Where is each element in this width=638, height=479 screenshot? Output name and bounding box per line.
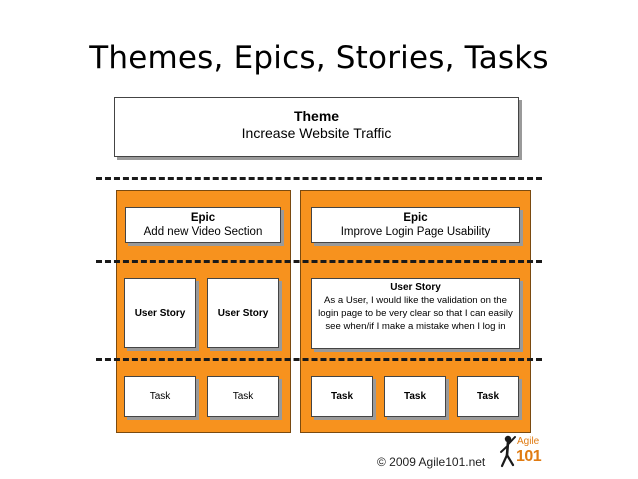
user-story-heading: User Story (390, 282, 441, 293)
agile101-logo-icon (500, 435, 516, 468)
epic-box-video: Epic Add new Video Section (125, 207, 281, 243)
task-box: Task (207, 376, 279, 417)
copyright-text: © 2009 Agile101.net (377, 455, 486, 469)
logo-text-agile: Agile (517, 436, 540, 447)
divider-theme-epic (96, 177, 542, 180)
task-box: Task (457, 376, 519, 417)
divider-story-task (96, 358, 542, 361)
epic-text: Add new Video Section (143, 226, 263, 238)
theme-text: Increase Website Traffic (241, 125, 392, 141)
theme-heading: Theme (293, 108, 340, 124)
slide-title: Themes, Epics, Stories, Tasks (89, 40, 549, 76)
epic-box-login: Epic Improve Login Page Usability (311, 207, 520, 243)
task-box: Task (384, 376, 446, 417)
epic-heading: Epic (403, 212, 428, 224)
user-story-box: User Story (207, 278, 279, 348)
user-story-detail-box: User Story As a User, I would like the v… (311, 278, 520, 349)
task-box: Task (124, 376, 196, 417)
theme-box: Theme Increase Website Traffic (114, 97, 519, 157)
logo-text-101: 101 (516, 448, 542, 465)
user-story-box: User Story (124, 278, 196, 348)
task-box: Task (311, 376, 373, 417)
epic-heading: Epic (190, 212, 216, 224)
epic-text: Improve Login Page Usability (340, 226, 491, 238)
user-story-text: As a User, I would like the validation o… (318, 295, 513, 332)
divider-epic-story (96, 260, 542, 263)
